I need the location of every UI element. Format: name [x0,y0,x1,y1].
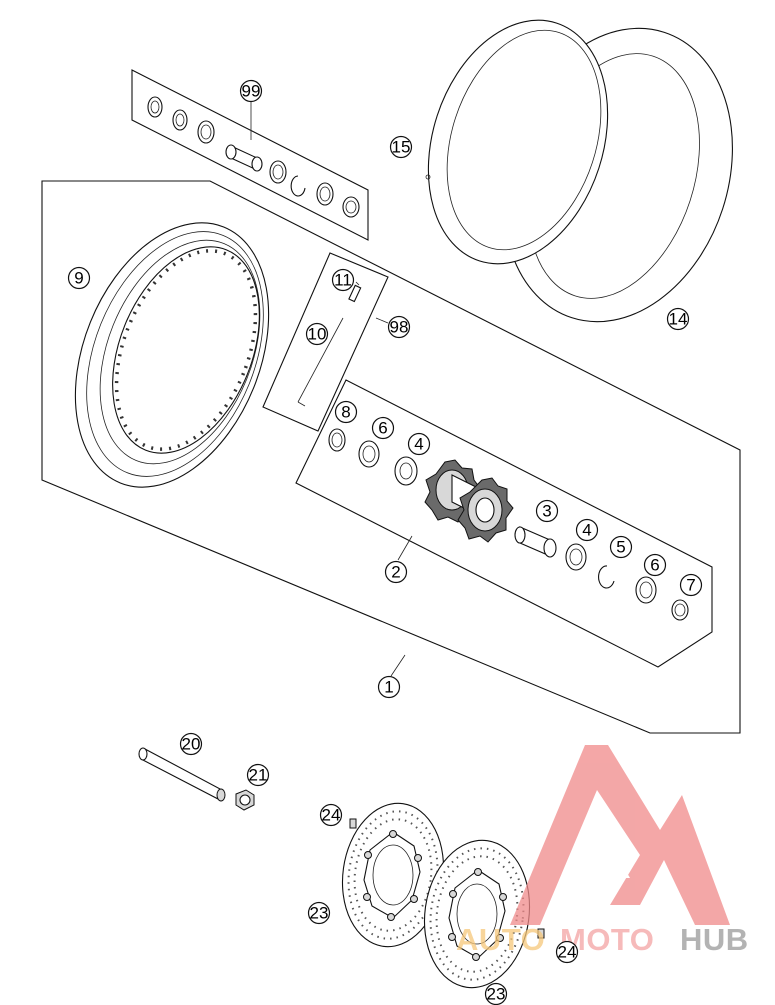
callout-98: 98 [387,315,411,339]
svg-text:24: 24 [322,806,341,825]
spoke-kit-98 [262,252,389,432]
callout-23-right: 23 [484,982,508,1005]
callout-24-left: 24 [319,803,343,827]
callout-24-right: 24 [555,940,579,964]
callout-6-left: 6 [371,416,395,440]
watermark-logo-inner [570,820,630,878]
callout-2: 2 [384,560,408,584]
svg-text:15: 15 [392,138,411,157]
callout-23-left: 23 [307,901,331,925]
svg-text:24: 24 [558,943,577,962]
callout-1: 1 [377,675,401,699]
svg-text:4: 4 [414,435,423,454]
svg-text:3: 3 [542,502,551,521]
watermark-logo-outer [510,745,730,925]
svg-text:10: 10 [308,325,327,344]
bearing-kit-99 [131,69,369,241]
callout-10: 10 [305,322,329,346]
callout-7: 7 [679,573,703,597]
svg-text:6: 6 [650,556,659,575]
svg-text:1: 1 [384,678,393,697]
svg-text:23: 23 [487,985,506,1004]
svg-text:21: 21 [249,766,268,785]
svg-text:6: 6 [378,419,387,438]
brake-disc-23-left [341,802,445,948]
svg-text:99: 99 [242,82,261,101]
disc-screw-24-right [537,928,545,939]
callout-4-left: 4 [407,432,431,456]
svg-text:23: 23 [310,904,329,923]
watermark-text-auto: AUTO [456,922,545,957]
callout-99: 99 [239,79,263,103]
callout-8: 8 [334,400,358,424]
callout-4-right: 4 [575,518,599,542]
svg-text:5: 5 [616,538,625,557]
callout-6-right: 6 [643,553,667,577]
rim-9 [74,222,270,488]
callout-20: 20 [179,732,203,756]
callout-14: 14 [666,307,690,331]
svg-text:20: 20 [182,735,201,754]
svg-text:7: 7 [686,576,695,595]
disc-screw-24-left [349,818,357,829]
svg-text:14: 14 [669,310,688,329]
leader-1 [390,654,406,677]
callout-3: 3 [535,499,559,523]
callout-9: 9 [67,266,91,290]
brake-disc-23-right [423,839,531,989]
svg-text:8: 8 [341,403,350,422]
watermark-text-hub: HUB [680,922,749,957]
axle-20 [138,747,226,802]
tube-15 [425,19,609,265]
callout-15: 15 [389,135,413,159]
axle-nut-21 [235,789,255,811]
hub-group-2 [295,379,713,668]
svg-text:11: 11 [334,271,352,290]
callout-5: 5 [609,535,633,559]
svg-text:4: 4 [582,521,591,540]
svg-text:9: 9 [74,269,83,288]
svg-text:98: 98 [390,318,409,337]
svg-text:2: 2 [391,563,400,582]
group-1-outline [41,180,741,734]
automotohub-watermark: AUTO MOTO HUB [456,745,749,957]
callout-11: 11 [331,268,355,292]
callout-21: 21 [246,763,270,787]
